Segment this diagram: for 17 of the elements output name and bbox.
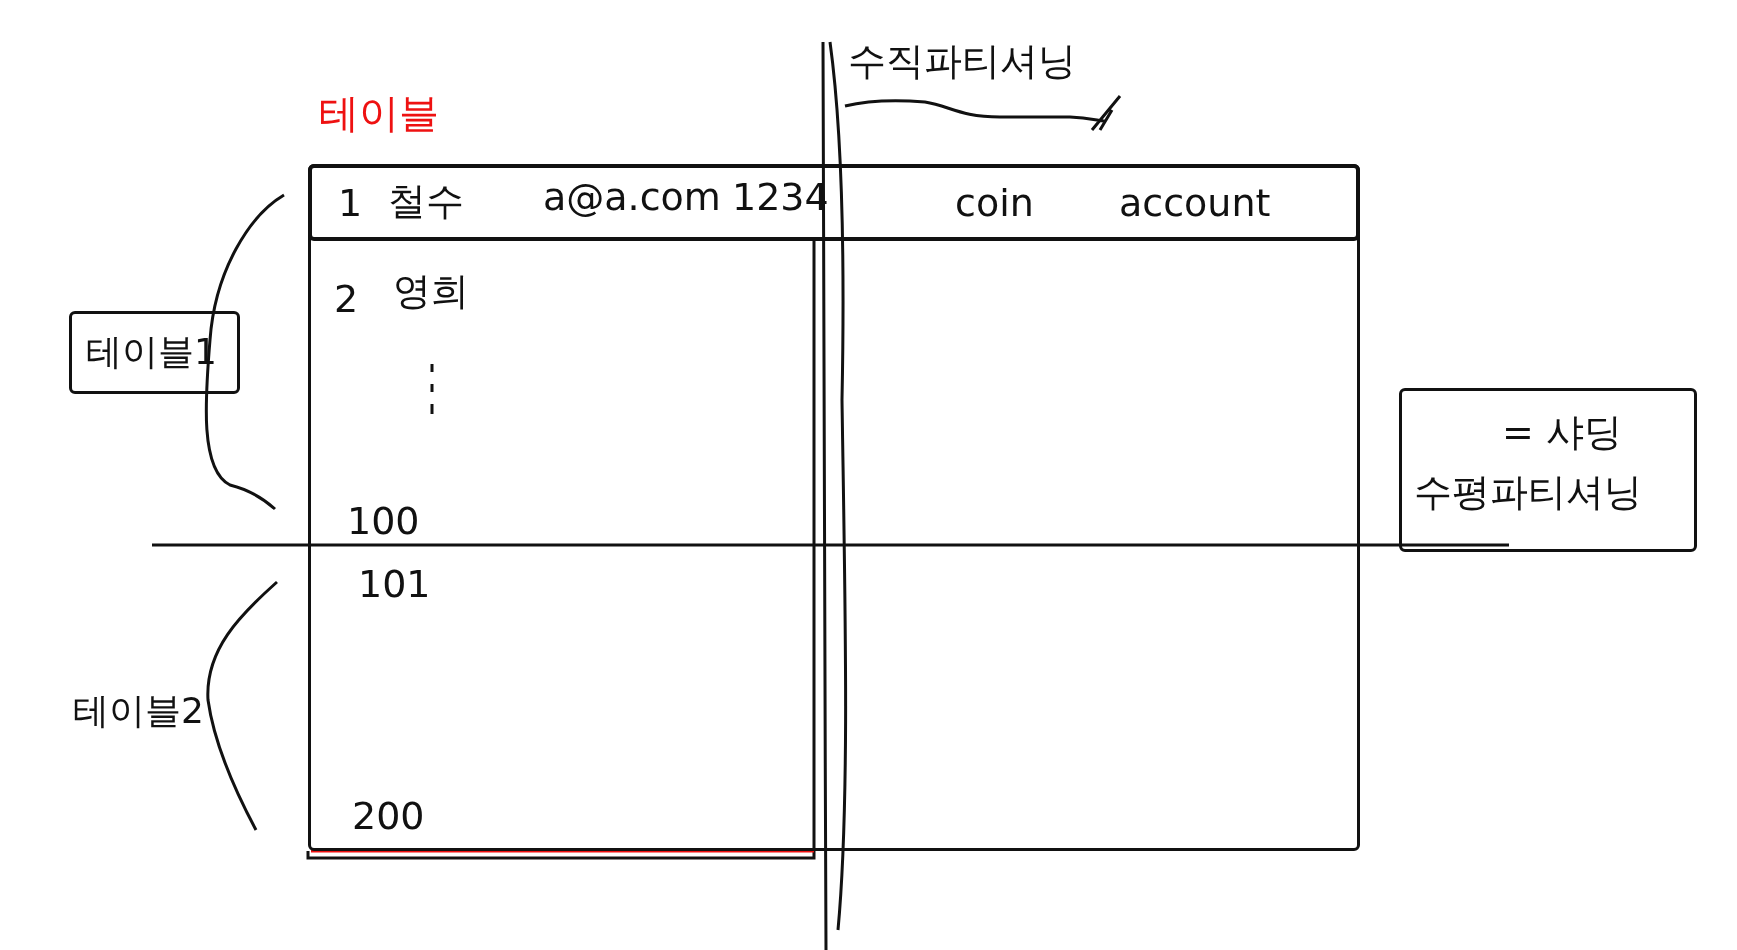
row-number: 200	[352, 797, 425, 835]
column-text: coin	[955, 184, 1034, 222]
row-number: 1	[338, 184, 363, 222]
table-label: 테이블2	[73, 693, 204, 729]
email-text: a@a.com	[543, 178, 721, 216]
column-text: account	[1119, 184, 1271, 222]
note-box	[1399, 388, 1697, 552]
row-number: 100	[347, 502, 420, 540]
row-number: 101	[358, 565, 431, 603]
box-label: 수평파티셔닝	[1414, 473, 1642, 511]
partition-label: 수직파티셔닝	[848, 42, 1076, 80]
heading: 테이블	[319, 93, 439, 133]
box-label: = 샤딩	[1502, 413, 1622, 451]
row-number: 2	[334, 280, 359, 318]
table-row	[308, 164, 1360, 241]
name-text: 영희	[393, 272, 469, 310]
name-text: 철수	[388, 182, 464, 220]
